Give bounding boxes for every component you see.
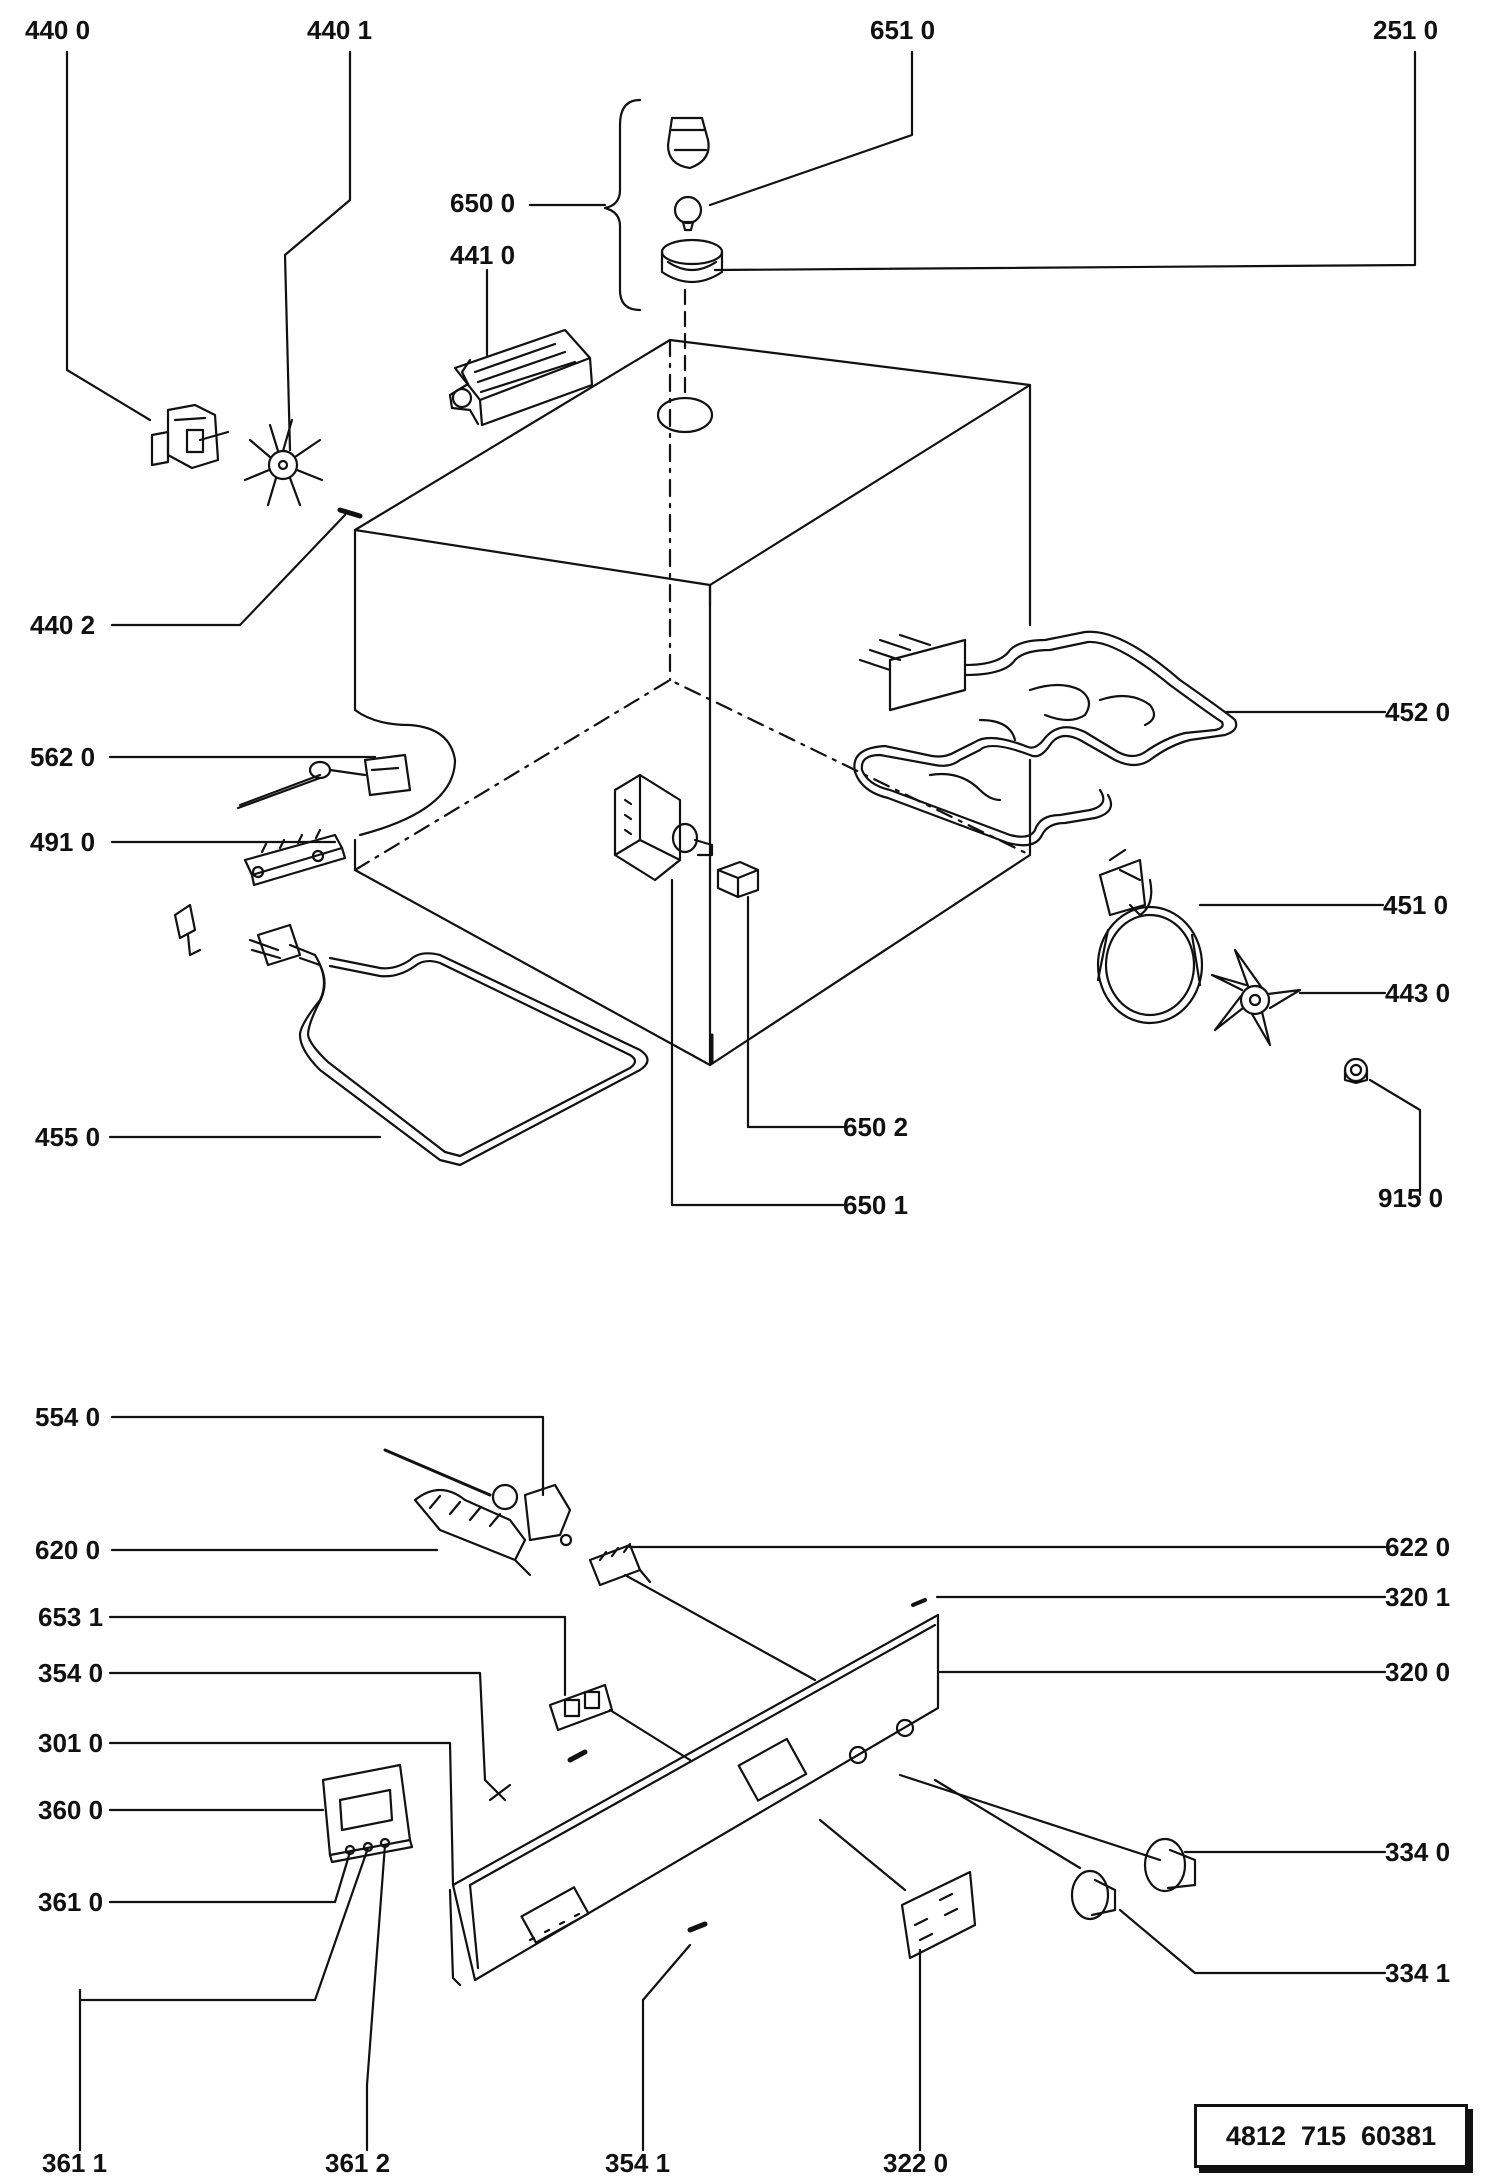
lower-small-parts <box>483 1778 708 1933</box>
label-650-1: 650 1 <box>843 1190 909 1220</box>
switch-653-1 <box>548 1683 614 1732</box>
label-360-0: 360 0 <box>38 1795 104 1825</box>
thermostat-562 <box>236 753 412 810</box>
control-panel-320 <box>448 1598 940 1987</box>
label-653-1: 653 1 <box>38 1602 104 1632</box>
label-334-0: 334 0 <box>1385 1837 1451 1867</box>
bracket-small <box>173 903 202 957</box>
label-441-0: 441 0 <box>450 240 516 270</box>
label-491-0: 491 0 <box>30 827 96 857</box>
knobs-334 <box>1070 1837 1197 1921</box>
label-554-0: 554 0 <box>35 1402 101 1432</box>
label-915-0: 915 0 <box>1378 1183 1444 1213</box>
element-441-heater <box>448 328 594 427</box>
lower-leader-lines <box>78 1415 1387 2152</box>
fan-blade <box>243 418 324 507</box>
fan-motor <box>150 403 230 470</box>
label-562-0: 562 0 <box>30 742 96 772</box>
label-361-1: 361 1 <box>42 2148 108 2178</box>
label-651-0: 651 0 <box>870 15 936 45</box>
lamp-holder-650-2 <box>716 860 760 899</box>
label-620-0: 620 0 <box>35 1535 101 1565</box>
label-650-2: 650 2 <box>843 1112 909 1142</box>
label-443-0: 443 0 <box>1385 978 1451 1008</box>
upper-leader-lines <box>65 50 1422 1207</box>
label-452-0: 452 0 <box>1385 697 1451 727</box>
fan-443 <box>1210 948 1302 1047</box>
circular-element <box>1096 848 1204 1025</box>
label-354-0: 354 0 <box>38 1658 104 1688</box>
label-451-0: 451 0 <box>1383 890 1449 920</box>
nut-915 <box>1343 1057 1369 1085</box>
label-322-0: 322 0 <box>883 2148 949 2178</box>
label-334-1: 334 1 <box>1385 1958 1451 1988</box>
label-650-0: 650 0 <box>450 188 516 218</box>
reference-number-box: 4812 715 60381 <box>1194 2104 1468 2168</box>
label-440-2: 440 2 <box>30 610 96 640</box>
label-320-0: 320 0 <box>1385 1657 1451 1687</box>
oven-lamp-assembly <box>603 98 724 312</box>
label-440-1: 440 1 <box>307 15 373 45</box>
label-251-0: 251 0 <box>1373 15 1439 45</box>
label-301-0: 301 0 <box>38 1728 104 1758</box>
clock-timer-360 <box>321 1763 414 1864</box>
top-grill-element <box>853 630 1238 847</box>
selector-switch <box>613 773 714 882</box>
label-361-0: 361 0 <box>38 1887 104 1917</box>
reference-number: 4812 715 60381 <box>1225 2120 1437 2151</box>
bottom-heating-element <box>248 923 649 1167</box>
label-361-2: 361 2 <box>325 2148 391 2178</box>
terminal-block-491 <box>243 828 347 887</box>
panel-322-0 <box>900 1870 977 1960</box>
screw-440-2 <box>337 507 363 519</box>
label-455-0: 455 0 <box>35 1122 101 1152</box>
label-440-0: 440 0 <box>25 15 91 45</box>
label-622-0: 622 0 <box>1385 1532 1451 1562</box>
label-320-1: 320 1 <box>1385 1582 1451 1612</box>
label-354-1: 354 1 <box>605 2148 671 2178</box>
parts-620-622-554 <box>383 1448 652 1587</box>
